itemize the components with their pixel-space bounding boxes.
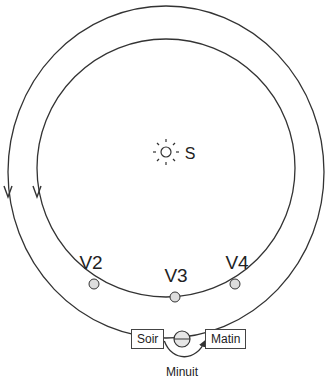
sun-symbol xyxy=(153,139,179,165)
time-box: Soir xyxy=(131,329,164,349)
time-label: Minuit xyxy=(166,365,198,379)
position-label: V3 xyxy=(164,265,187,287)
orbit-arrow xyxy=(4,186,12,197)
orbit-arrow xyxy=(33,186,41,197)
position-label: V4 xyxy=(225,252,248,274)
venus-orbit xyxy=(37,39,295,297)
box-text: Soir xyxy=(132,330,163,348)
earth-symbol xyxy=(174,331,190,347)
rotation-arrow xyxy=(164,341,205,357)
box-text: Matin xyxy=(206,330,245,348)
position-label: V2 xyxy=(79,252,102,274)
time-box: Matin xyxy=(205,329,246,349)
sun-label: S xyxy=(185,145,196,163)
earth-orbit xyxy=(8,6,324,338)
